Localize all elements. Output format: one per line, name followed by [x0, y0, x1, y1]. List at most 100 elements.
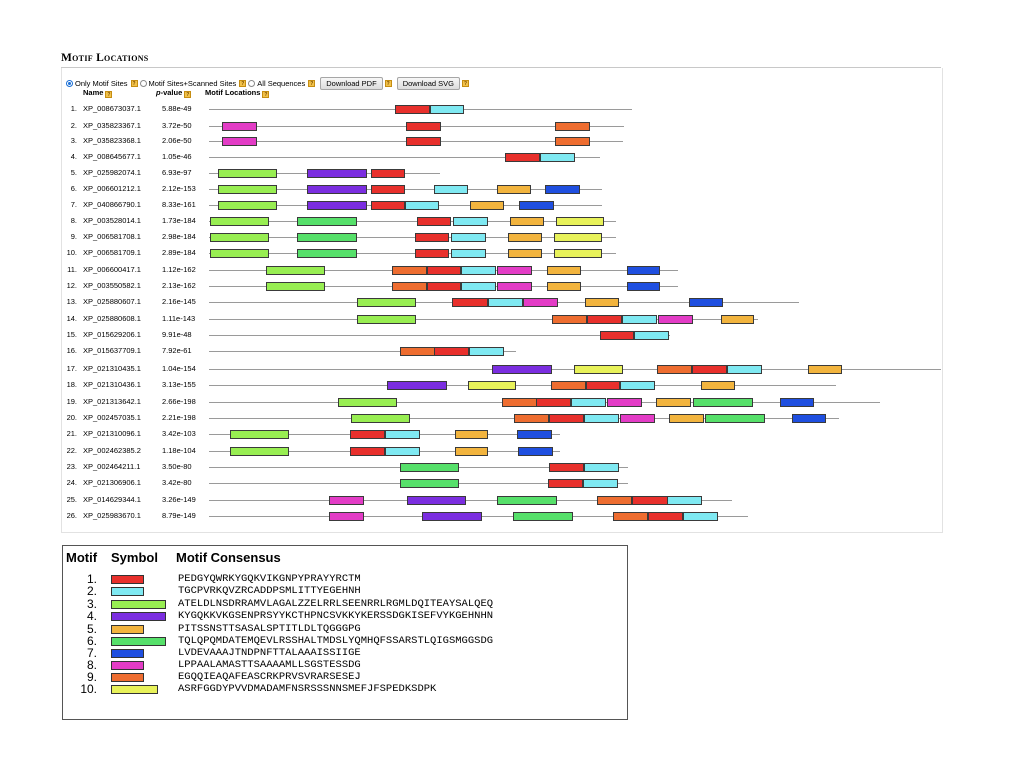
motif-site-1[interactable] [417, 217, 451, 226]
motif-site-10[interactable] [554, 249, 602, 258]
motif-site-9[interactable] [657, 365, 692, 374]
motif-site-8[interactable] [523, 298, 558, 307]
motif-site-3[interactable] [210, 217, 269, 226]
help-icon[interactable]: ? [239, 79, 247, 87]
motif-site-7[interactable] [780, 398, 814, 407]
motif-site-2[interactable] [453, 217, 488, 226]
motif-site-3[interactable] [338, 398, 397, 407]
radio-only-motif-sites[interactable] [66, 79, 73, 87]
motif-site-1[interactable] [434, 347, 469, 356]
motif-site-2[interactable] [634, 331, 669, 340]
motif-site-3[interactable] [230, 430, 289, 439]
motif-site-1[interactable] [350, 447, 385, 456]
motif-site-8[interactable] [607, 398, 642, 407]
motif-site-2[interactable] [488, 298, 523, 307]
motif-site-7[interactable] [517, 430, 552, 439]
motif-site-10[interactable] [554, 233, 602, 242]
motif-site-5[interactable] [455, 447, 488, 456]
motif-site-9[interactable] [555, 122, 590, 131]
motif-site-1[interactable] [406, 137, 441, 146]
motif-site-2[interactable] [683, 512, 718, 521]
motif-site-1[interactable] [536, 398, 571, 407]
motif-site-10[interactable] [574, 365, 623, 374]
motif-site-2[interactable] [385, 430, 420, 439]
motif-site-2[interactable] [583, 479, 618, 488]
help-icon[interactable]: ? [461, 79, 469, 87]
motif-site-2[interactable] [584, 463, 619, 472]
motif-site-1[interactable] [549, 463, 584, 472]
motif-site-9[interactable] [597, 496, 632, 505]
motif-site-8[interactable] [658, 315, 693, 324]
motif-site-1[interactable] [395, 105, 430, 114]
help-icon[interactable]: ? [184, 91, 192, 98]
motif-site-6[interactable] [297, 249, 357, 258]
motif-site-5[interactable] [701, 381, 735, 390]
motif-site-6[interactable] [400, 463, 459, 472]
motif-site-2[interactable] [461, 266, 496, 275]
motif-site-1[interactable] [586, 381, 620, 390]
motif-site-2[interactable] [571, 398, 606, 407]
motif-site-8[interactable] [329, 496, 364, 505]
motif-site-9[interactable] [400, 347, 435, 356]
motif-site-5[interactable] [510, 217, 544, 226]
motif-site-1[interactable] [632, 496, 668, 505]
motif-site-6[interactable] [693, 398, 753, 407]
motif-site-10[interactable] [556, 217, 604, 226]
motif-site-2[interactable] [584, 414, 619, 423]
motif-site-6[interactable] [497, 496, 557, 505]
motif-site-9[interactable] [613, 512, 648, 521]
download-pdf-button[interactable]: Download PDF [320, 76, 383, 90]
motif-site-1[interactable] [692, 365, 727, 374]
motif-site-3[interactable] [266, 266, 325, 275]
motif-site-1[interactable] [600, 331, 634, 340]
motif-site-8[interactable] [620, 414, 655, 423]
motif-site-3[interactable] [266, 282, 325, 291]
motif-site-4[interactable] [387, 381, 447, 390]
help-icon[interactable]: ? [262, 91, 270, 98]
motif-site-9[interactable] [555, 137, 590, 146]
motif-site-4[interactable] [407, 496, 466, 505]
motif-site-5[interactable] [547, 282, 581, 291]
motif-site-8[interactable] [497, 282, 532, 291]
motif-site-2[interactable] [469, 347, 504, 356]
motif-site-3[interactable] [218, 169, 277, 178]
motif-site-9[interactable] [392, 282, 427, 291]
motif-site-3[interactable] [230, 447, 289, 456]
motif-site-4[interactable] [307, 169, 367, 178]
motif-site-5[interactable] [455, 430, 488, 439]
motif-site-5[interactable] [497, 185, 531, 194]
motif-site-6[interactable] [513, 512, 573, 521]
motif-site-3[interactable] [357, 298, 416, 307]
motif-site-5[interactable] [669, 414, 704, 423]
help-icon[interactable]: ? [130, 79, 138, 87]
motif-site-1[interactable] [587, 315, 622, 324]
motif-site-1[interactable] [452, 298, 488, 307]
motif-site-9[interactable] [551, 381, 586, 390]
motif-site-2[interactable] [461, 282, 496, 291]
motif-site-3[interactable] [210, 233, 269, 242]
radio-all-sequences[interactable] [248, 79, 256, 87]
motif-site-7[interactable] [545, 185, 580, 194]
motif-site-7[interactable] [627, 266, 660, 275]
motif-site-4[interactable] [422, 512, 482, 521]
motif-site-1[interactable] [427, 282, 461, 291]
motif-site-1[interactable] [548, 479, 583, 488]
motif-site-5[interactable] [470, 201, 504, 210]
motif-site-1[interactable] [415, 233, 449, 242]
motif-site-7[interactable] [689, 298, 723, 307]
motif-site-2[interactable] [451, 233, 486, 242]
motif-site-2[interactable] [622, 315, 657, 324]
motif-site-9[interactable] [502, 398, 537, 407]
motif-site-7[interactable] [518, 447, 553, 456]
motif-site-9[interactable] [514, 414, 549, 423]
motif-site-2[interactable] [667, 496, 702, 505]
motif-site-1[interactable] [371, 169, 405, 178]
help-icon[interactable]: ? [105, 91, 113, 98]
help-icon[interactable]: ? [384, 79, 392, 87]
motif-site-10[interactable] [468, 381, 516, 390]
motif-site-5[interactable] [508, 249, 542, 258]
motif-site-5[interactable] [508, 233, 542, 242]
motif-site-4[interactable] [307, 185, 367, 194]
motif-site-4[interactable] [492, 365, 552, 374]
motif-site-7[interactable] [519, 201, 554, 210]
